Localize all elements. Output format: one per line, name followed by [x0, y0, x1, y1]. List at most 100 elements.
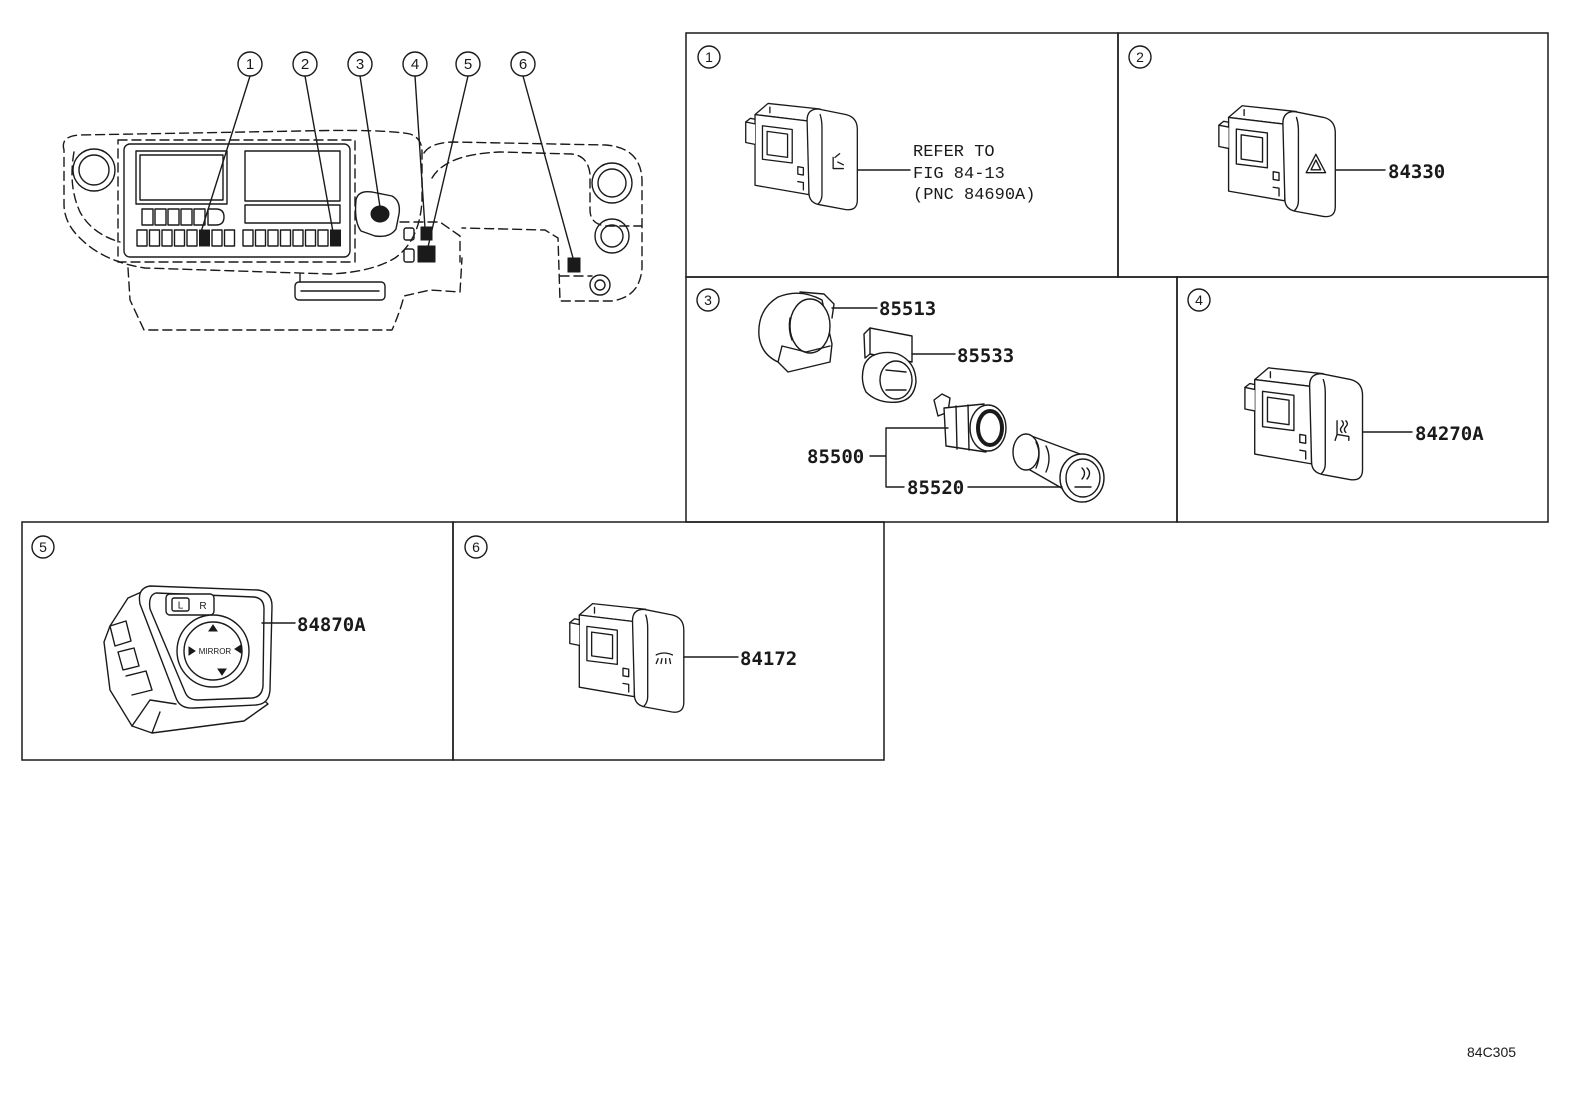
socket-inner-ring [976, 409, 1004, 447]
callout-6-circle [510, 51, 536, 77]
button-outline [403, 248, 415, 263]
holder-opening [789, 298, 831, 354]
panel-4-number: 4 [1195, 292, 1203, 308]
right-display-screen [244, 150, 341, 202]
cigarette-icon [1074, 467, 1092, 488]
callout-5-leader [427, 75, 469, 248]
seat-heater-switch [1244, 367, 1364, 481]
right-panel-outline [423, 141, 643, 302]
heat-wave-icon [1339, 420, 1349, 434]
instrument-panel-outline [62, 129, 423, 275]
switch-position-3-marker [370, 205, 390, 223]
housing-clip [125, 670, 153, 696]
lighter-bezel [354, 190, 401, 238]
switch-position-4-marker [420, 226, 433, 241]
switch-symbol-icon [832, 153, 845, 170]
part-number-84270A: 84270A [1415, 423, 1484, 445]
panel-6: 6 84172 [464, 535, 797, 713]
reference-line-1: REFER TO [913, 143, 995, 162]
mirror-switch-face-bevel [148, 592, 265, 701]
switch-position-1-marker [199, 229, 210, 247]
left-display-screen [135, 150, 228, 205]
part-number-85500: 85500 [807, 446, 864, 468]
lamp-rays-icon [655, 658, 672, 665]
panel-1-switch [745, 102, 858, 211]
arrow-down-icon [217, 668, 227, 676]
figure-code: 84C305 [1467, 1044, 1516, 1060]
callout-4-number: 4 [411, 56, 419, 73]
button-outline [223, 229, 236, 247]
right-vent-upper-icon [591, 162, 633, 204]
reference-line-3: (PNC 84690A) [913, 186, 1035, 205]
panel-3-badge [696, 288, 720, 312]
selector-knob [171, 597, 190, 612]
panel-2: 2 84330 [1128, 45, 1445, 218]
callout-4-leader [414, 75, 426, 229]
knob-inner [594, 279, 606, 291]
plug-knurl [1035, 441, 1050, 473]
left-vent-outline [71, 151, 121, 243]
button-outline [173, 229, 186, 247]
panel-3-number: 3 [704, 292, 712, 308]
callout-1-circle [237, 51, 263, 77]
left-right-selector [165, 593, 215, 616]
hazard-triangle-icon [1305, 153, 1327, 174]
panel-1: 1 REFER TO FIG 84-13 (PNC 84690A) [697, 45, 1035, 211]
part-number-85520: 85520 [907, 477, 964, 499]
selector-left-label: L [178, 601, 184, 612]
lighter-socket-ring [861, 327, 917, 403]
button-outline [180, 208, 193, 226]
mirror-control-pad [176, 614, 250, 688]
lighter-socket-holder [758, 291, 835, 373]
knob-outline [589, 274, 611, 296]
button-outline [304, 229, 317, 247]
right-vent-upper-inner [597, 168, 627, 198]
callout-2-leader [304, 75, 334, 233]
button-outline [292, 229, 304, 247]
button-outline [167, 208, 180, 226]
button-outline [211, 229, 223, 247]
part-number-84172: 84172 [740, 648, 797, 670]
right-vent-lower-icon [594, 218, 630, 254]
panel-6-frame [452, 521, 885, 761]
center-display-bezel [123, 143, 351, 258]
callout-6-number: 6 [519, 56, 527, 73]
selector-right-label: R [199, 601, 206, 612]
mirror-pad-label: MIRROR [199, 647, 232, 656]
panel-4: 4 84270A [1187, 288, 1484, 481]
panel-3: 3 85513 85533 [696, 288, 1105, 503]
button-outline [317, 229, 329, 247]
callout-6-leader [522, 75, 574, 259]
part-number-85513: 85513 [879, 298, 936, 320]
lower-console-outline [127, 257, 463, 331]
glove-box-upper-edge [431, 151, 643, 227]
panel-4-badge [1187, 288, 1211, 312]
lighter-plug [1012, 433, 1105, 503]
button-outline [148, 229, 161, 247]
panel-1-badge [697, 45, 721, 69]
left-vent-icon [72, 148, 116, 192]
socket-ribs [955, 404, 970, 451]
switch-position-6-marker [567, 257, 581, 273]
right-vent-lower-inner [600, 224, 624, 248]
callout-2-number: 2 [301, 56, 309, 73]
ring-inner-lines [885, 369, 907, 391]
part-number-85533: 85533 [957, 345, 1014, 367]
part-number-84870A: 84870A [297, 614, 366, 636]
mirror-switch: L R MIRROR [103, 585, 273, 734]
button-outline [254, 229, 267, 247]
lower-button-row [136, 229, 341, 247]
button-outline [242, 229, 254, 247]
callout-5-number: 5 [464, 56, 472, 73]
plug-rear [1012, 433, 1040, 471]
panel-1-number: 1 [705, 49, 713, 65]
housing-edge [131, 699, 177, 734]
button-outline [279, 229, 292, 247]
callout-2-circle [292, 51, 318, 77]
callout-4-circle [402, 51, 428, 77]
panel-4-frame [1176, 276, 1549, 523]
panel-6-badge [464, 535, 488, 559]
lighter-socket [933, 393, 1007, 453]
panel-6-number: 6 [472, 539, 480, 555]
